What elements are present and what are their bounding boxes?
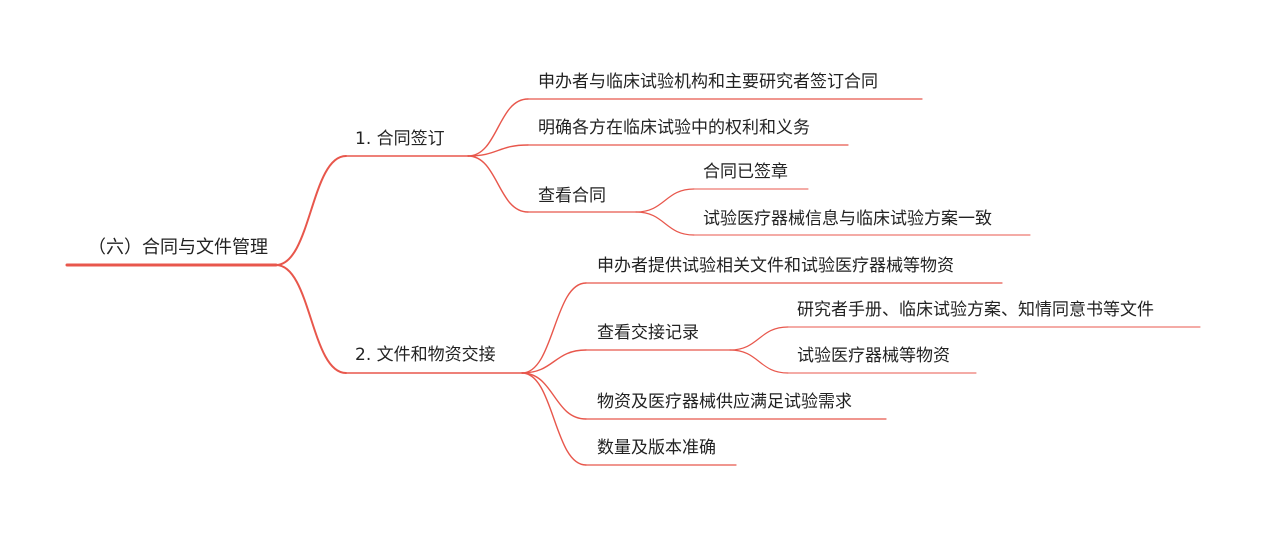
connector-branch-2-child-4 [521, 372, 587, 466]
node-supply-meets-needs-label[interactable]: 物资及医疗器械供应满足试验需求 [597, 392, 852, 412]
node-handover-documents-label[interactable]: 研究者手册、临床试验方案、知情同意书等文件 [797, 300, 1154, 320]
connector-branch-1-child-2 [467, 144, 529, 157]
connector-branch-1-child-1 [467, 98, 529, 157]
connector-root-to-branch-2 [275, 264, 347, 374]
branch-contract-signing-label[interactable]: 1. 合同签订 [355, 129, 445, 149]
node-quantity-version-accurate-label[interactable]: 数量及版本准确 [597, 438, 716, 458]
branch-documents-supplies-handover-label[interactable]: 2. 文件和物资交接 [355, 345, 496, 365]
root-node-label[interactable]: （六）合同与文件管理 [88, 237, 268, 258]
node-sponsor-provides-label[interactable]: 申办者提供试验相关文件和试验医疗器械等物资 [597, 256, 954, 276]
connector-branch-2-child-1 [521, 282, 587, 374]
connector-check-contract-child-2 [635, 211, 695, 236]
connector-branch-2-child-3 [521, 372, 587, 420]
connector-handover-child-1 [729, 326, 789, 351]
node-check-handover-records-label[interactable]: 查看交接记录 [597, 323, 699, 343]
connector-check-contract-child-1 [635, 188, 695, 213]
node-handover-supplies-label[interactable]: 试验医疗器械等物资 [797, 346, 950, 366]
connector-branch-1-child-3 [467, 155, 529, 213]
node-rights-duties-label[interactable]: 明确各方在临床试验中的权利和义务 [538, 118, 810, 138]
connector-branch-2-child-2 [521, 349, 587, 374]
connector-handover-child-2 [729, 349, 789, 374]
node-check-contract-label[interactable]: 查看合同 [538, 186, 606, 206]
connector-root-to-branch-1 [275, 155, 347, 266]
node-device-info-consistent-label[interactable]: 试验医疗器械信息与临床试验方案一致 [703, 209, 992, 229]
node-contract-parties-label[interactable]: 申办者与临床试验机构和主要研究者签订合同 [538, 72, 878, 92]
node-contract-sealed-label[interactable]: 合同已签章 [703, 162, 788, 182]
